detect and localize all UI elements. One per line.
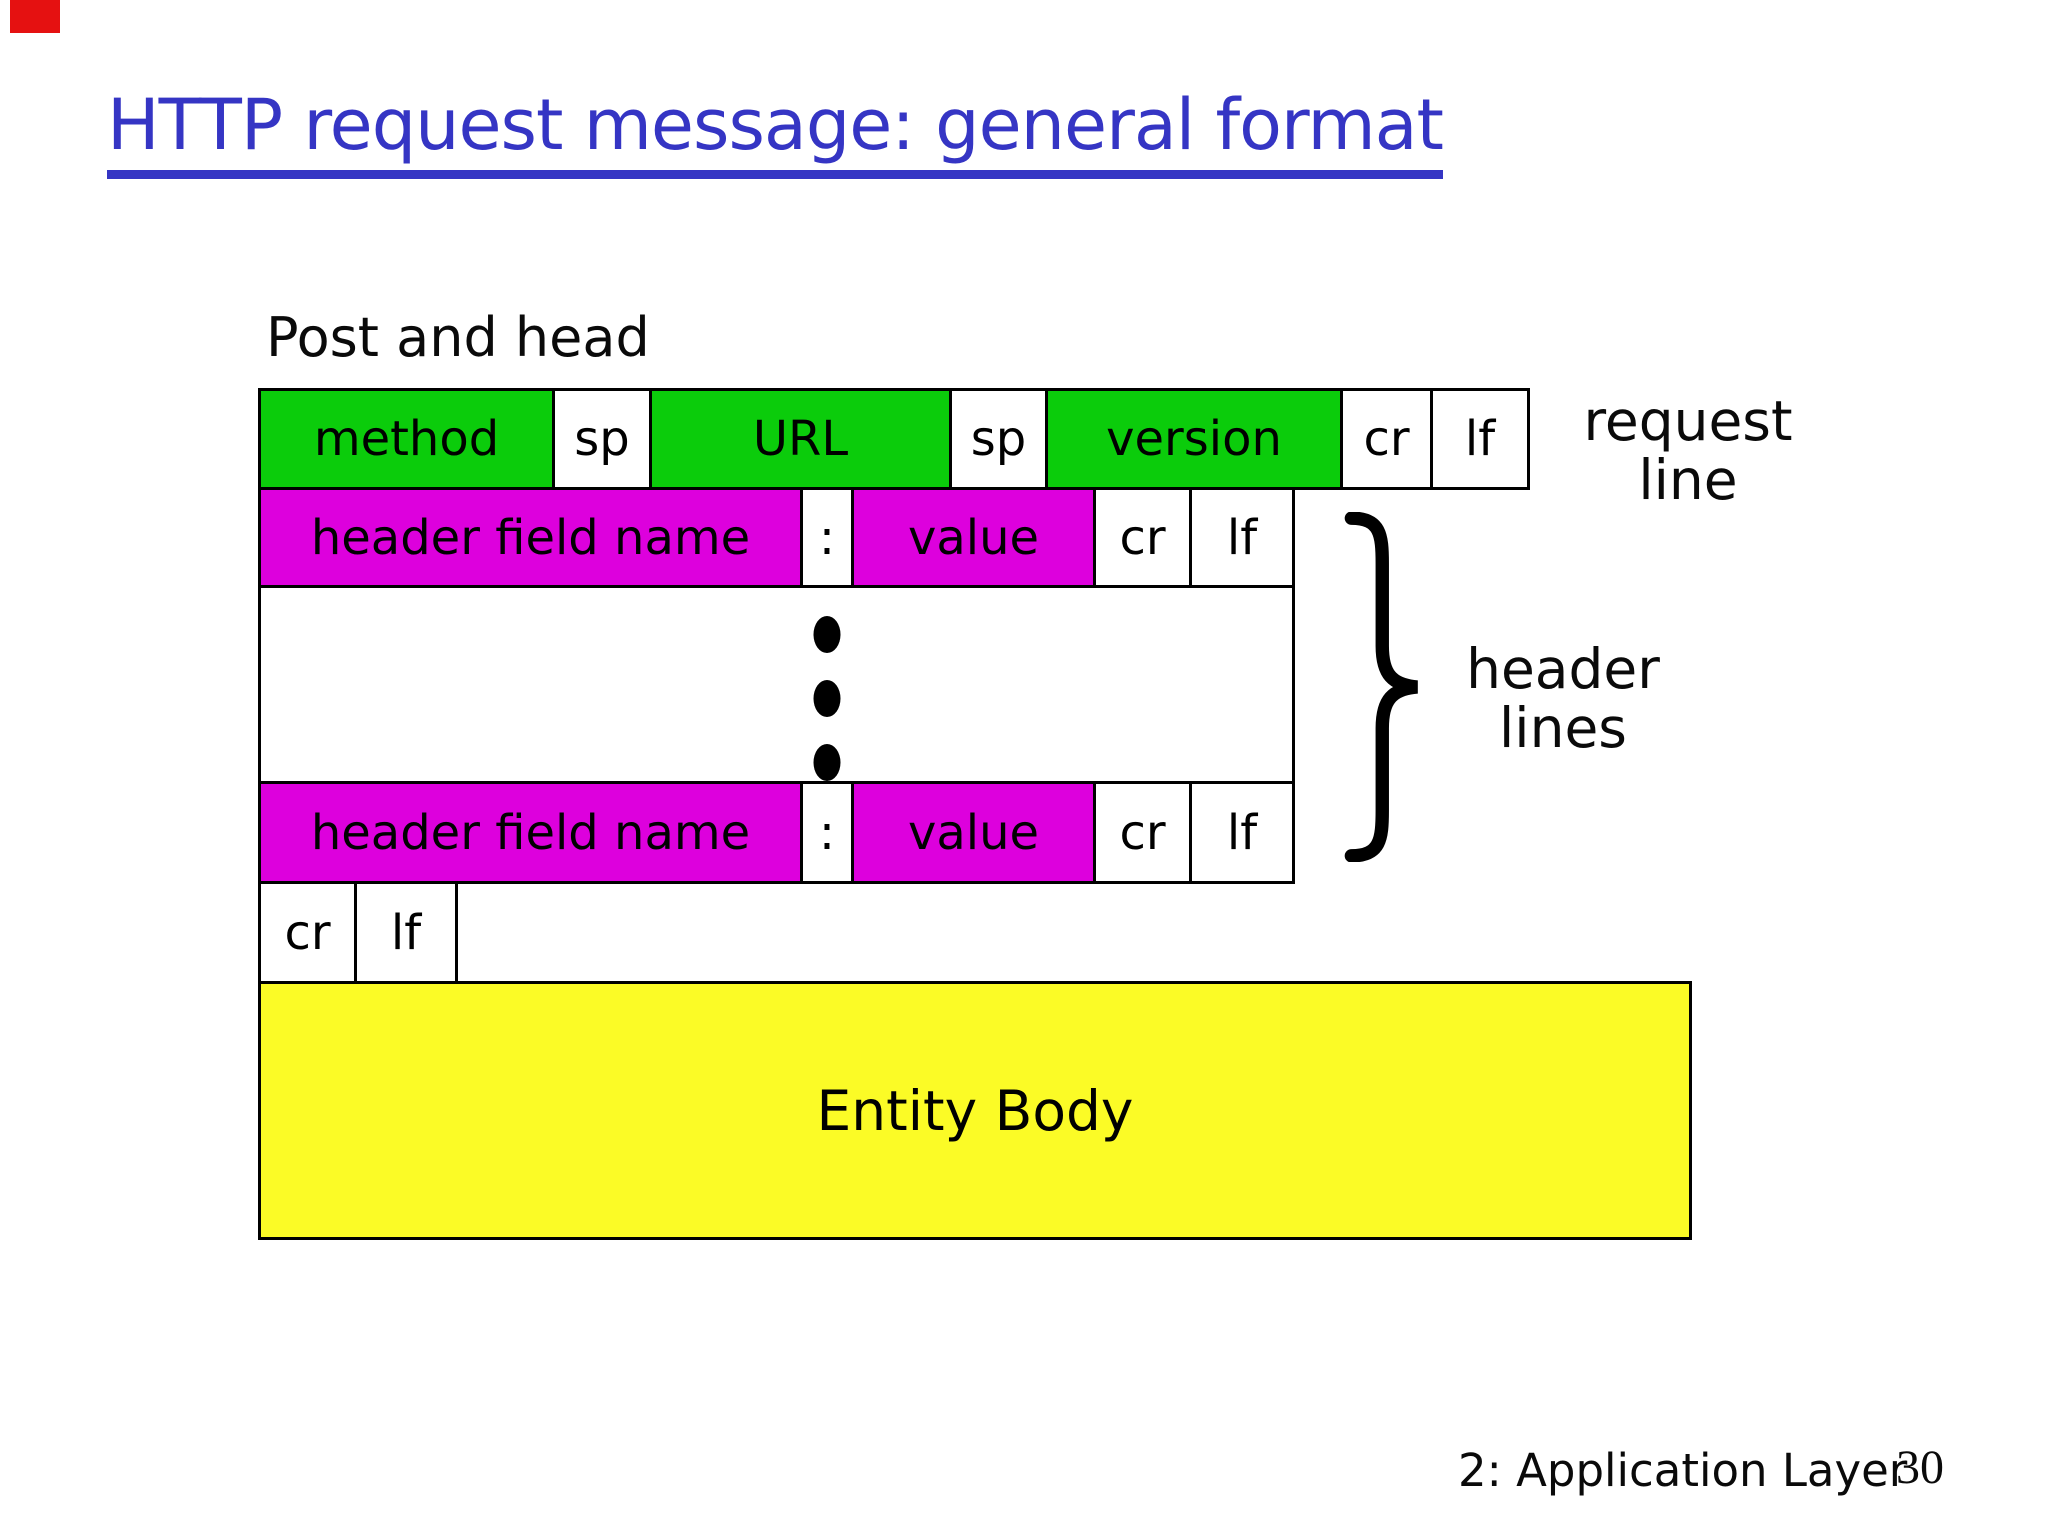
more-header-lines-box bbox=[258, 585, 1295, 784]
footer-section-label: 2: Application Layer bbox=[1458, 1444, 1908, 1497]
cell-method: method bbox=[261, 391, 555, 487]
entity-body-box: Entity Body bbox=[258, 981, 1692, 1240]
cell-cr-header-top: cr bbox=[1096, 490, 1192, 585]
cell-lf-request: lf bbox=[1433, 391, 1527, 487]
cell-value-top: value bbox=[854, 490, 1096, 585]
header-line-row-top: header field name : value cr lf bbox=[258, 487, 1295, 588]
cell-colon-top: : bbox=[803, 490, 854, 585]
cell-cr-request: cr bbox=[1343, 391, 1433, 487]
cell-url: URL bbox=[652, 391, 952, 487]
ellipsis-dot bbox=[813, 744, 841, 781]
slide-subtitle: Post and head bbox=[266, 306, 650, 369]
ellipsis-dot bbox=[813, 680, 841, 717]
cell-version: version bbox=[1048, 391, 1343, 487]
cell-lf-blank: lf bbox=[357, 884, 455, 981]
cell-cr-header-bottom: cr bbox=[1096, 784, 1192, 881]
cell-sp-2: sp bbox=[952, 391, 1048, 487]
cell-header-field-name-bottom: header field name bbox=[261, 784, 803, 881]
cell-lf-header-bottom: lf bbox=[1192, 784, 1292, 881]
cell-cr-blank: cr bbox=[261, 884, 357, 981]
footer-page-number: 30 bbox=[1896, 1441, 1944, 1494]
header-lines-annotation: header lines bbox=[1466, 637, 1660, 761]
ellipsis-dot bbox=[813, 616, 841, 653]
entity-body-label: Entity Body bbox=[816, 1078, 1134, 1143]
cell-colon-bottom: : bbox=[803, 784, 854, 881]
cell-lf-header-top: lf bbox=[1192, 490, 1292, 585]
red-marker bbox=[10, 0, 60, 33]
header-lines-brace bbox=[1344, 512, 1419, 862]
vertical-ellipsis bbox=[813, 616, 841, 781]
cell-sp-1: sp bbox=[555, 391, 652, 487]
cell-value-bottom: value bbox=[854, 784, 1096, 881]
cell-header-field-name-top: header field name bbox=[261, 490, 803, 585]
request-line-row: method sp URL sp version cr lf bbox=[258, 388, 1530, 490]
blank-line-row: cr lf bbox=[258, 881, 458, 984]
request-line-annotation: request line bbox=[1583, 389, 1793, 513]
header-line-row-bottom: header field name : value cr lf bbox=[258, 781, 1295, 884]
slide-title: HTTP request message: general format bbox=[107, 84, 1444, 179]
